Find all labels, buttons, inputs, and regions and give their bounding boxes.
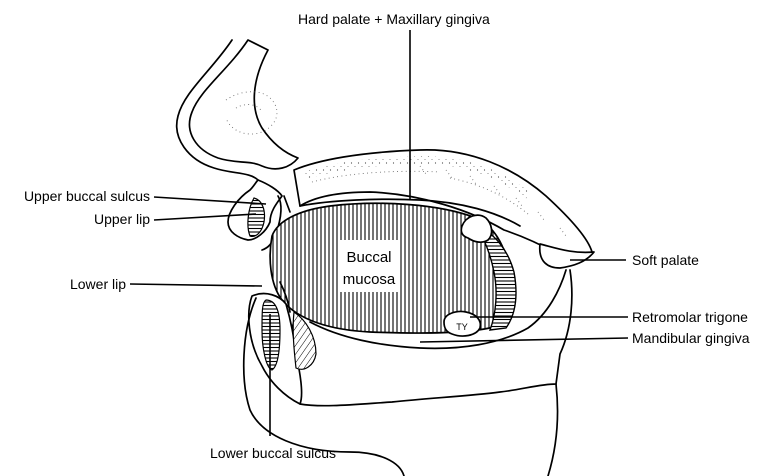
nose-outline xyxy=(177,40,298,180)
label-lower-buccal-sulcus: Lower buccal sulcus xyxy=(210,445,336,461)
label-soft-palate: Soft palate xyxy=(632,252,699,268)
leader-lower-lip xyxy=(130,284,262,286)
label-lower-lip: Lower lip xyxy=(70,276,126,292)
label-buccal-mucosa-line1: Buccal xyxy=(346,249,391,266)
lower-molar: TY xyxy=(444,311,480,336)
neck-line-back xyxy=(548,384,558,476)
label-mandibular-gingiva: Mandibular gingiva xyxy=(632,330,750,346)
label-buccal-mucosa-line2: mucosa xyxy=(343,271,396,288)
svg-text:TY: TY xyxy=(456,322,468,332)
label-upper-buccal-sulcus: Upper buccal sulcus xyxy=(24,188,150,204)
label-hard-palate: Hard palate + Maxillary gingiva xyxy=(298,11,490,27)
label-retromolar-trigone: Retromolar trigone xyxy=(632,309,748,325)
label-upper-lip: Upper lip xyxy=(94,211,150,227)
leader-mandibular-gingiva xyxy=(420,338,628,342)
